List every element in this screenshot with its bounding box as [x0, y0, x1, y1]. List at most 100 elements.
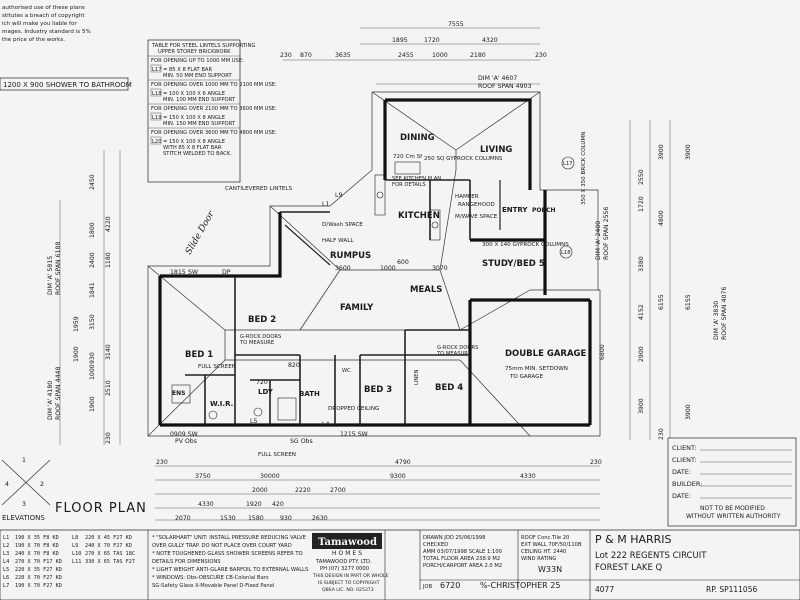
setdown-note: 75mm MIN. SETDOWN — [505, 366, 568, 372]
svg-text:PV Obs: PV Obs — [175, 438, 197, 445]
right-roof-span-2: ROOF SPAN 4076 — [721, 287, 728, 340]
lintel-marker-l18 — [559, 245, 573, 259]
svg-text:3900: 3900 — [638, 398, 645, 414]
svg-text:3140: 3140 — [105, 344, 112, 360]
svg-text:220 X 45 F27 KD: 220 X 45 F27 KD — [85, 535, 132, 541]
lintel-spec: MIN. 150 MM END SUPPORT — [163, 121, 236, 127]
lintel-code: L20 — [152, 139, 162, 145]
svg-text:3380: 3380 — [638, 256, 645, 272]
hamper-note: HAMPER — [455, 194, 479, 200]
ensuite-toilet — [208, 410, 218, 420]
svg-text:1815: 1815 — [170, 269, 186, 276]
client-signature-box: CLIENT: CLIENT: DATE: BUILDER: DATE: NOT… — [667, 437, 797, 527]
lintel-table-title: TABLE FOR STEEL LINTELS SUPPORTING — [151, 43, 255, 49]
svg-text:4152: 4152 — [638, 304, 645, 320]
svg-text:6155: 6155 — [658, 294, 665, 310]
company-logo: Tamawood HOMES TAMAWOOD PTY. LTD. PH (07… — [312, 533, 389, 593]
svg-text:L11: L11 — [72, 559, 81, 565]
inner-dimensions: 3600 1000 600 3070 1815 SW DP L9 L1 820 … — [170, 192, 448, 445]
svg-text:OVER GULLY TRAP. DO NOT PLACE: OVER GULLY TRAP. DO NOT PLACE OVER COURT… — [152, 543, 292, 549]
svg-text:CHECKED: CHECKED — [423, 542, 448, 548]
svg-text:2: 2 — [40, 481, 44, 488]
svg-text:220 X 35 F27 KD: 220 X 35 F27 KD — [15, 567, 62, 573]
room-kitchen: KITCHEN — [398, 211, 440, 221]
svg-text:4: 4 — [5, 481, 9, 488]
svg-text:4330: 4330 — [198, 501, 214, 508]
svg-text:240 X 70 F27 KD: 240 X 70 F27 KD — [85, 543, 132, 549]
room-garage: DOUBLE GARAGE — [505, 349, 586, 359]
svg-text:4790: 4790 — [395, 459, 411, 466]
svg-text:230: 230 — [280, 52, 292, 59]
svg-text:4320: 4320 — [482, 37, 498, 44]
lintel-markers: L17 L18 — [559, 156, 575, 259]
svg-text:BUILDER:: BUILDER: — [672, 480, 702, 488]
svg-text:L9: L9 — [335, 192, 342, 199]
kitchen-bench — [374, 174, 386, 216]
svg-text:2400: 2400 — [89, 252, 96, 268]
cantilever-note: CANTILEVERED LINTELS — [225, 186, 293, 192]
svg-text:SG-Safety Glass X-Movable Pan: SG-Safety Glass X-Movable Panel D-Fixed … — [152, 583, 274, 589]
lintel-code: L18 — [152, 91, 162, 97]
roof-span-top: ROOF SPAN 4903 — [478, 83, 531, 90]
svg-text:EXT WALL 70F/50/110B: EXT WALL 70F/50/110B — [521, 542, 582, 548]
spec-notes: * "SOLARHART" UNIT: INSTALL PRESSURE RED… — [152, 535, 308, 589]
lintel-table-title: UPPER STOREY BRICKWORK — [158, 49, 231, 55]
svg-text:270 X 70 F17 KD: 270 X 70 F17 KD — [15, 559, 62, 565]
fixtures — [171, 161, 441, 421]
svg-text:4330: 4330 — [520, 473, 536, 480]
dim-a-top: DIM 'A' 4607 — [478, 75, 517, 82]
cooktop — [431, 221, 439, 229]
svg-text:1920: 1920 — [246, 501, 262, 508]
lintel-row-heading: FOR OPENING OVER 1000 MM TO 2100 MM USE: — [151, 82, 277, 88]
shower-note: 1200 X 900 SHOWER TO BATHROOM — [3, 81, 132, 89]
svg-text:* LIGHT WEIGHT ANTI-GLARE BARF: * LIGHT WEIGHT ANTI-GLARE BARFOIL TO EXT… — [152, 567, 308, 573]
svg-text:DATE:: DATE: — [672, 492, 691, 500]
room-rumpus: RUMPUS — [330, 251, 371, 261]
svg-text:THIS DESIGN IN PART OR WHOLE: THIS DESIGN IN PART OR WHOLE — [312, 573, 389, 579]
svg-text:L1: L1 — [322, 201, 329, 208]
grock-note-bed2: TO MEASURE — [239, 340, 274, 346]
svg-text:6155: 6155 — [685, 294, 692, 310]
dropped-ceiling-note: DROPPED CEILING — [328, 406, 379, 412]
svg-text:L18: L18 — [561, 250, 571, 256]
svg-text:6720: 6720 — [440, 581, 460, 590]
right-dimensions: 3900 1720 4800 2550 3380 4152 2900 6155 … — [595, 120, 728, 440]
room-labels: DINING LIVING KITCHEN ENTRY PORCH RUMPUS… — [172, 133, 586, 408]
halfwall-note: HALF WALL — [322, 238, 354, 244]
svg-text:TOTAL FLOOR AREA 238.9 M2: TOTAL FLOOR AREA 238.9 M2 — [422, 556, 500, 562]
svg-text:230: 230 — [156, 459, 168, 466]
svg-text:230: 230 — [658, 428, 665, 440]
room-bath: BATH — [299, 390, 320, 398]
client-rp: RP. SP111056 — [706, 585, 757, 594]
svg-text:L2: L2 — [3, 543, 9, 549]
svg-text:3070: 3070 — [432, 265, 448, 272]
rangehood-note: RANGEHOOD — [458, 202, 495, 208]
right-roof-span-1: ROOF SPAN 2556 — [603, 207, 610, 260]
svg-text:1530: 1530 — [220, 515, 236, 522]
svg-text:L10: L10 — [72, 551, 81, 557]
svg-text:230: 230 — [535, 52, 547, 59]
copyright-line: authorised use of these plans — [2, 5, 85, 11]
svg-text:600: 600 — [397, 259, 409, 266]
lintel-code: L19 — [152, 115, 162, 121]
svg-text:330 X 65 TAS F27: 330 X 65 TAS F27 — [85, 559, 135, 565]
right-dim-a-2: DIM 'A' 3830 — [713, 301, 720, 340]
svg-text:L9: L9 — [72, 543, 78, 549]
svg-text:DRAWN JDD 25/06/1998: DRAWN JDD 25/06/1998 — [423, 535, 485, 541]
elevation-compass: 1 2 3 4 ELEVATIONS FLOOR PLAN — [1, 457, 146, 522]
lintel-spec: WITH 85 X 8 FLAT BAR — [163, 145, 222, 151]
svg-text:L4: L4 — [322, 421, 329, 428]
svg-text:L17: L17 — [563, 161, 573, 167]
svg-text:2455: 2455 — [398, 52, 414, 59]
svg-text:%-CHRISTOPHER 25: %-CHRISTOPHER 25 — [480, 581, 560, 590]
svg-text:WIND RATING: WIND RATING — [521, 556, 556, 562]
svg-text:* "SOLARHART" UNIT: INSTALL PR: * "SOLARHART" UNIT: INSTALL PRESSURE RED… — [152, 535, 306, 541]
right-dim-a-1: DIM 'A' 2400 — [595, 221, 602, 260]
svg-text:WITHOUT WRITTEN AUTHORITY: WITHOUT WRITTEN AUTHORITY — [686, 513, 781, 520]
lintel-code: L17 — [152, 67, 162, 73]
svg-text:2510: 2510 — [105, 380, 112, 396]
room-dining: DINING — [400, 133, 435, 143]
svg-text:CLIENT:: CLIENT: — [672, 456, 697, 464]
svg-text:1800: 1800 — [89, 222, 96, 238]
grock-note-bed2: G-ROCK DOORS — [240, 334, 281, 340]
